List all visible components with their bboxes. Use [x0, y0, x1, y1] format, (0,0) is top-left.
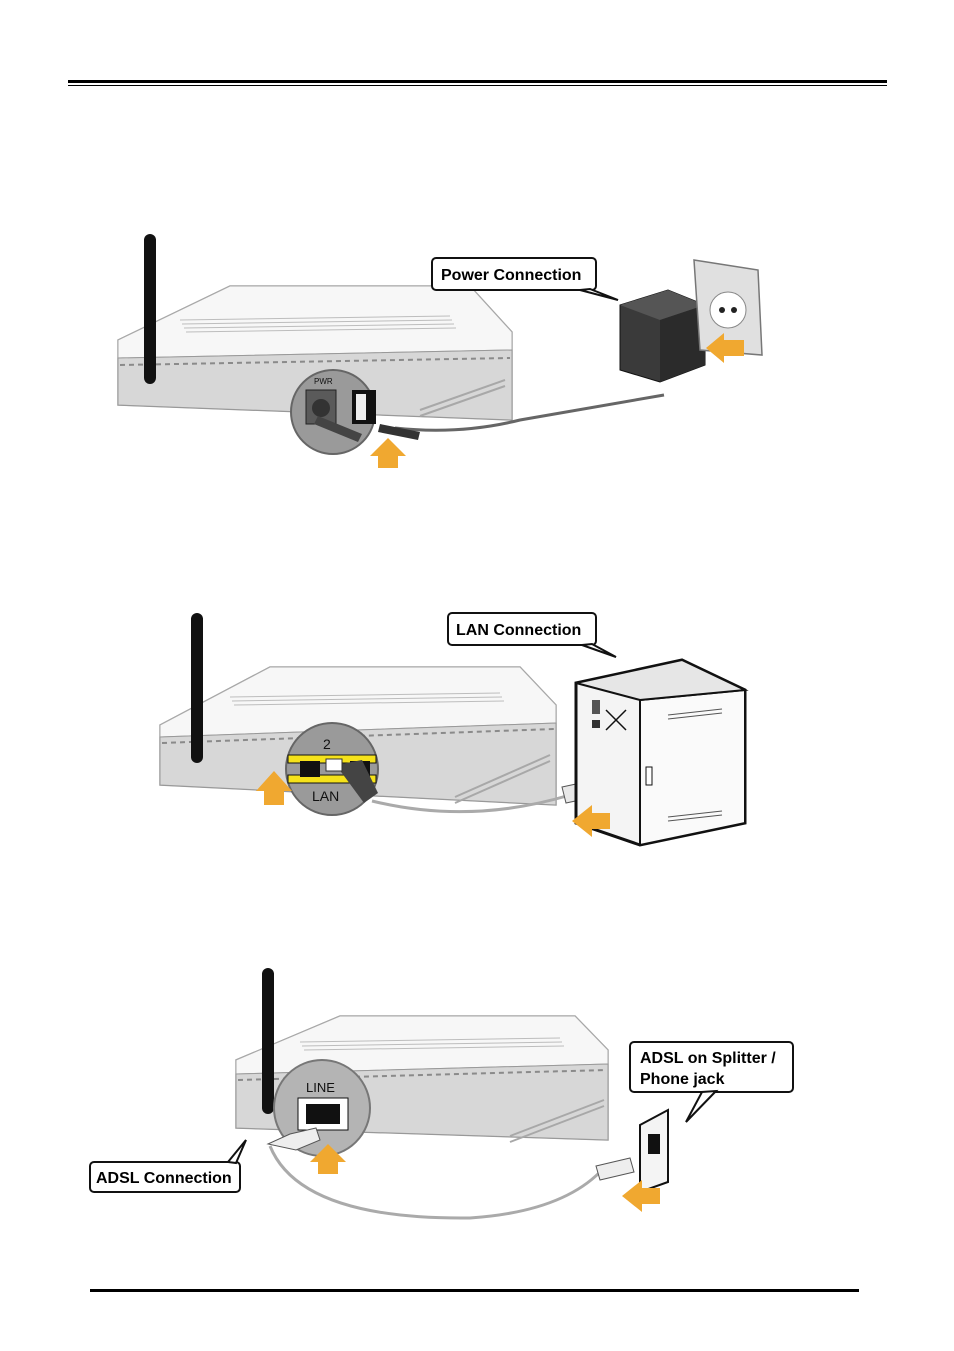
lan-port-label: LAN	[312, 788, 339, 804]
svg-text:Power Connection: Power Connection	[441, 267, 581, 284]
footer-rule	[90, 1289, 859, 1292]
splitter-phone-jack-callout: ADSL on Splitter / Phone jack	[629, 1041, 794, 1123]
svg-text:ADSL on Splitter /: ADSL on Splitter /	[640, 1050, 776, 1067]
antenna	[191, 613, 203, 763]
header-rule-thick	[68, 80, 887, 83]
svg-text:Phone jack: Phone jack	[640, 1071, 725, 1088]
svg-text:ADSL Connection: ADSL Connection	[96, 1170, 232, 1187]
power-adapter-icon	[619, 289, 706, 383]
left-arrow-icon	[622, 1180, 660, 1212]
antenna	[144, 234, 156, 384]
up-arrow-icon	[256, 771, 292, 805]
lan-connection-figure: 2 LAN LAN Connection	[159, 612, 749, 847]
power-connection-callout: Power Connection	[431, 257, 619, 301]
header-rule-thin	[68, 85, 887, 86]
up-arrow-icon	[310, 1144, 346, 1174]
left-arrow-icon	[572, 805, 610, 837]
antenna	[262, 968, 274, 1114]
desktop-computer-icon	[574, 658, 749, 847]
lan-port-number: 2	[323, 736, 331, 752]
svg-text:LAN Connection: LAN Connection	[456, 622, 581, 639]
left-arrow-icon	[706, 333, 744, 363]
adsl-connection-figure: LINE ADSL Connection ADSL on Splitter / …	[89, 968, 794, 1220]
line-port-label: LINE	[306, 1080, 335, 1095]
up-arrow-icon	[370, 438, 406, 468]
wall-outlet-icon	[693, 259, 763, 356]
power-connection-figure: PWR Power Connection	[117, 234, 763, 468]
phone-jack-icon	[639, 1108, 669, 1194]
adsl-connection-callout: ADSL Connection	[89, 1139, 247, 1193]
pwr-port-label: PWR	[314, 377, 333, 386]
lan-connection-callout: LAN Connection	[447, 612, 617, 658]
